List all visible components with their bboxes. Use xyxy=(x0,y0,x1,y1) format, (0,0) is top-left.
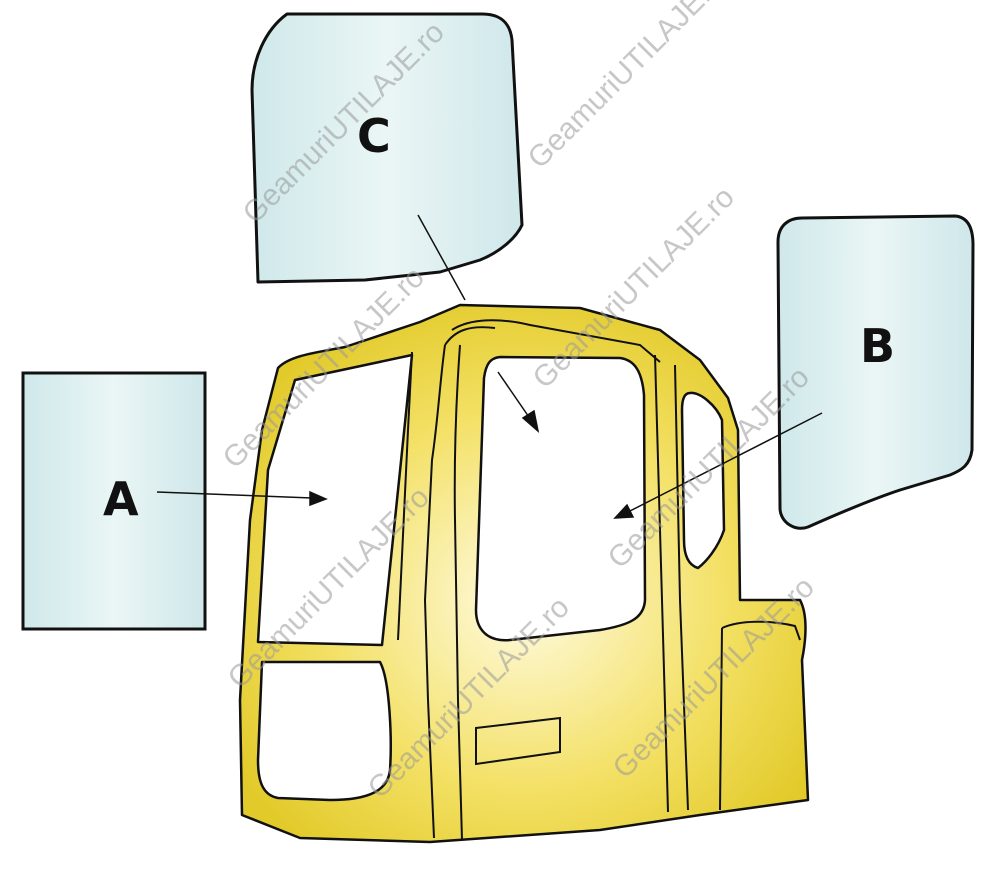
front-window xyxy=(256,353,414,647)
rear-step xyxy=(721,620,801,641)
watermark-2: GeamuriUTILAJE.ro xyxy=(522,0,736,175)
roof-line xyxy=(451,319,661,363)
glass-panel-b-shape xyxy=(776,214,975,530)
door-handle xyxy=(475,716,561,766)
glass-panel-a[interactable]: A xyxy=(21,371,207,631)
glass-panel-b[interactable]: B xyxy=(776,214,975,530)
pointer-arrows xyxy=(156,214,823,519)
rear-panel-line xyxy=(719,627,723,811)
glass-panel-c[interactable]: C xyxy=(250,12,524,284)
left-pillar-line xyxy=(423,344,446,839)
lower-front-window xyxy=(256,660,392,802)
glass-panel-c-shape xyxy=(250,12,524,284)
arrow-roof-to-door-window xyxy=(497,371,540,434)
panel-a-label: A xyxy=(103,472,139,526)
door-pillar-right xyxy=(654,354,669,813)
glass-panel-a-shape xyxy=(21,371,207,631)
roof-line-inner xyxy=(444,326,496,346)
arrow-c-to-roof xyxy=(417,214,466,301)
rear-side-window xyxy=(680,391,726,570)
panel-c-label: C xyxy=(357,109,391,163)
door-pillar-left xyxy=(453,344,463,841)
arrow-a-to-front-window xyxy=(156,490,328,507)
excavator-cab xyxy=(238,303,810,844)
panel-b-label: B xyxy=(860,319,895,373)
door-window xyxy=(474,355,647,642)
door-pillar-rear xyxy=(674,364,689,811)
arrow-b-to-door-window xyxy=(613,412,823,519)
